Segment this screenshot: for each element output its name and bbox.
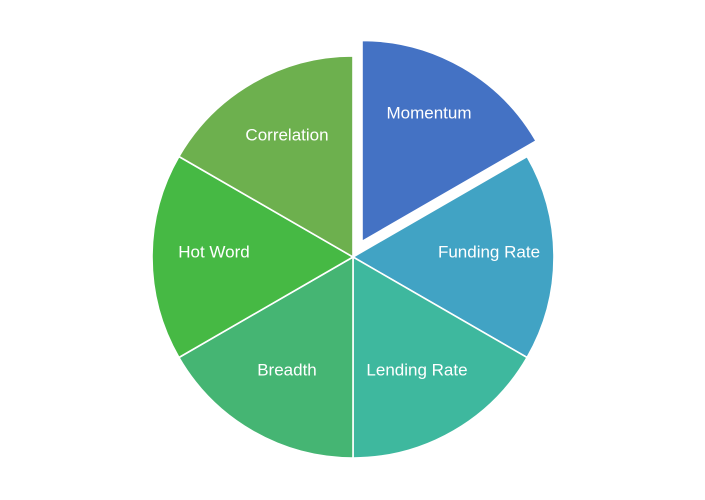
pie-slice-correlation[interactable] <box>178 55 354 258</box>
pie-slice-breadth[interactable] <box>178 256 354 459</box>
pie-slice-label-correlation: Correlation <box>245 125 328 144</box>
pie-slice-hot-word[interactable] <box>151 155 354 359</box>
pie-slice-label-hot-word: Hot Word <box>178 242 250 261</box>
pie-slice-funding-rate[interactable] <box>352 155 555 359</box>
pie-slice-label-funding-rate: Funding Rate <box>438 242 540 261</box>
pie-slice-lending-rate[interactable] <box>352 256 528 459</box>
pie-slice-group <box>151 39 555 459</box>
pie-slice-label-breadth: Breadth <box>257 360 317 379</box>
pie-slice-momentum[interactable] <box>361 39 537 243</box>
pie-slice-label-lending-rate: Lending Rate <box>366 360 467 379</box>
pie-slice-label-momentum: Momentum <box>386 103 471 122</box>
